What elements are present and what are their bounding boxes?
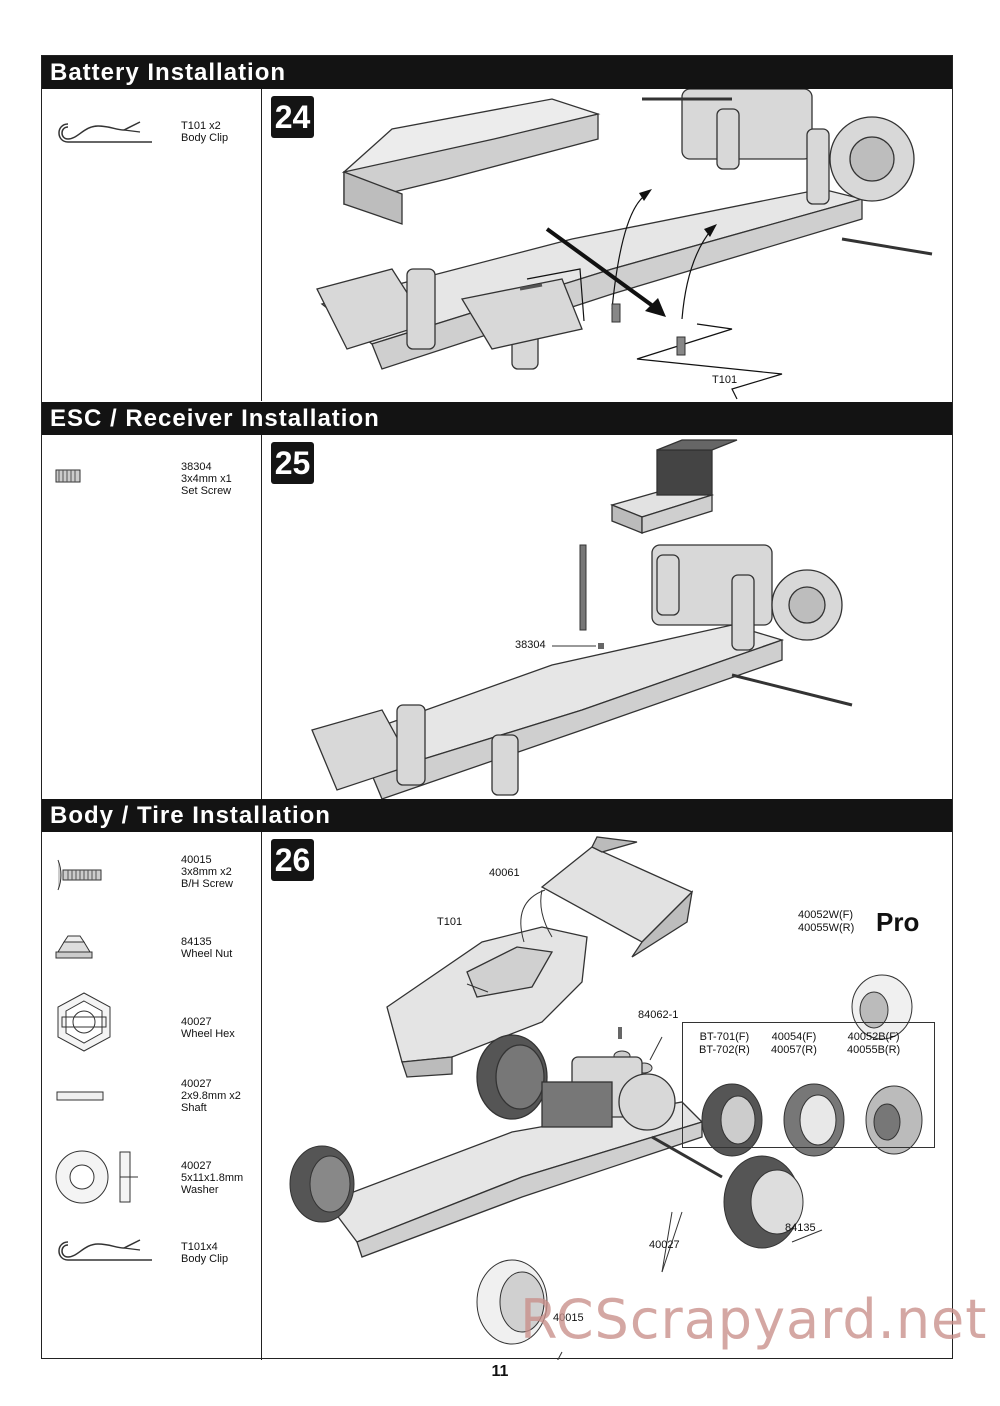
part-label-84135: 84135 Wheel Nut	[181, 936, 233, 960]
washer-icon	[55, 1150, 138, 1204]
callout-84135: 84135	[785, 1222, 816, 1234]
esc-receiver-install-diagram	[311, 439, 853, 799]
callout-pro-wheel: 40052W(F) 40055W(R)	[798, 909, 855, 934]
body-clip-icon	[58, 121, 152, 143]
section-title-body-tire: Body / Tire Installation	[42, 799, 952, 832]
section-title-esc-receiver: ESC / Receiver Installation	[42, 402, 952, 435]
column-divider	[261, 435, 262, 799]
part-label-t101x4: T101x4 Body Clip	[181, 1241, 229, 1265]
body-tire-install-diagram	[289, 836, 923, 1360]
section-title-battery: Battery Installation	[42, 56, 952, 89]
step-number-24: 24	[271, 96, 314, 138]
tire-option-bt701: BT-701(F) BT-702(R)	[699, 1031, 750, 1056]
callout-40061: 40061	[489, 867, 520, 879]
callout-40027: 40027	[649, 1239, 680, 1251]
part-label-t101: T101 x2 Body Clip	[181, 120, 229, 144]
callout-40015: 40015	[553, 1312, 584, 1324]
callout-38304: 38304	[515, 639, 546, 651]
part-label-40027-shaft: 40027 2x9.8mm x2 Shaft	[181, 1078, 241, 1114]
shaft-icon	[56, 1091, 104, 1101]
watermark-text: RCScrapyard.net	[520, 1288, 988, 1351]
tire-options-box: BT-701(F) BT-702(R) 40054(F) 40057(R) 40…	[682, 1022, 935, 1148]
part-label-40027-washer: 40027 5x11x1.8mm Washer	[181, 1160, 244, 1196]
wheel-nut-icon	[55, 935, 93, 959]
wheel-hex-icon	[57, 992, 111, 1052]
part-label-38304: 38304 3x4mm x1 Set Screw	[181, 461, 232, 497]
instruction-sheet: Battery Installation T101 x2 Body Clip 2…	[41, 55, 953, 1360]
part-label-40015: 40015 3x8mm x2 B/H Screw	[181, 854, 233, 890]
callout-t101: T101	[712, 374, 738, 386]
tire-option-40054: 40054(F) 40057(R)	[771, 1031, 817, 1056]
step-number-25: 25	[271, 442, 314, 484]
part-label-40027-hex: 40027 Wheel Hex	[181, 1016, 235, 1040]
button-head-screw-icon	[57, 859, 102, 891]
pro-label: Pro	[876, 907, 920, 937]
tire-option-40052b: 40052B(F) 40055B(R)	[847, 1031, 901, 1056]
body-clip-icon	[58, 1239, 152, 1261]
callout-t101-body: T101	[437, 916, 463, 928]
battery-install-diagram	[316, 89, 933, 400]
column-divider	[261, 89, 262, 401]
step-number-26: 26	[271, 839, 314, 881]
column-divider	[261, 832, 262, 1360]
page-number: 11	[491, 1363, 509, 1380]
callout-84062-1: 84062-1	[638, 1009, 679, 1021]
set-screw-icon	[55, 469, 81, 483]
